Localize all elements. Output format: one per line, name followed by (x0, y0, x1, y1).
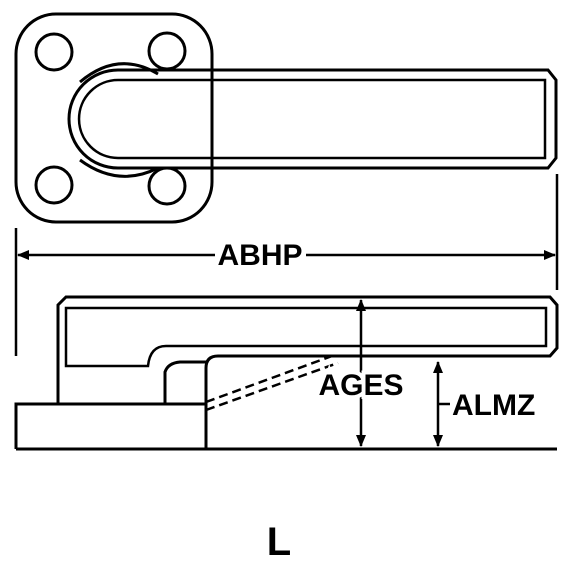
grip-side-outer (56, 295, 559, 404)
figure-caption: L (267, 520, 291, 564)
clearance-height-label: ALMZ (452, 389, 535, 422)
mounting-hole-top-right (147, 31, 187, 71)
mounting-hole-bottom-right (147, 166, 187, 206)
grip-outer-outline (67, 68, 558, 170)
base-plate-outline (14, 12, 214, 224)
handle-boss-lower (79, 158, 159, 178)
overall-length-label: ABHP (217, 239, 302, 272)
grip-height-label: AGES (318, 369, 403, 402)
mounting-hole-bottom-left (34, 165, 74, 205)
grip-inner-outline (77, 78, 547, 160)
handle-post (163, 360, 206, 404)
base-block (14, 402, 208, 449)
side-view (14, 295, 559, 451)
mounting-hole-top-left (34, 32, 74, 72)
hidden-lines (205, 354, 339, 412)
top-view (14, 12, 558, 224)
grip-side-inner (64, 306, 548, 368)
